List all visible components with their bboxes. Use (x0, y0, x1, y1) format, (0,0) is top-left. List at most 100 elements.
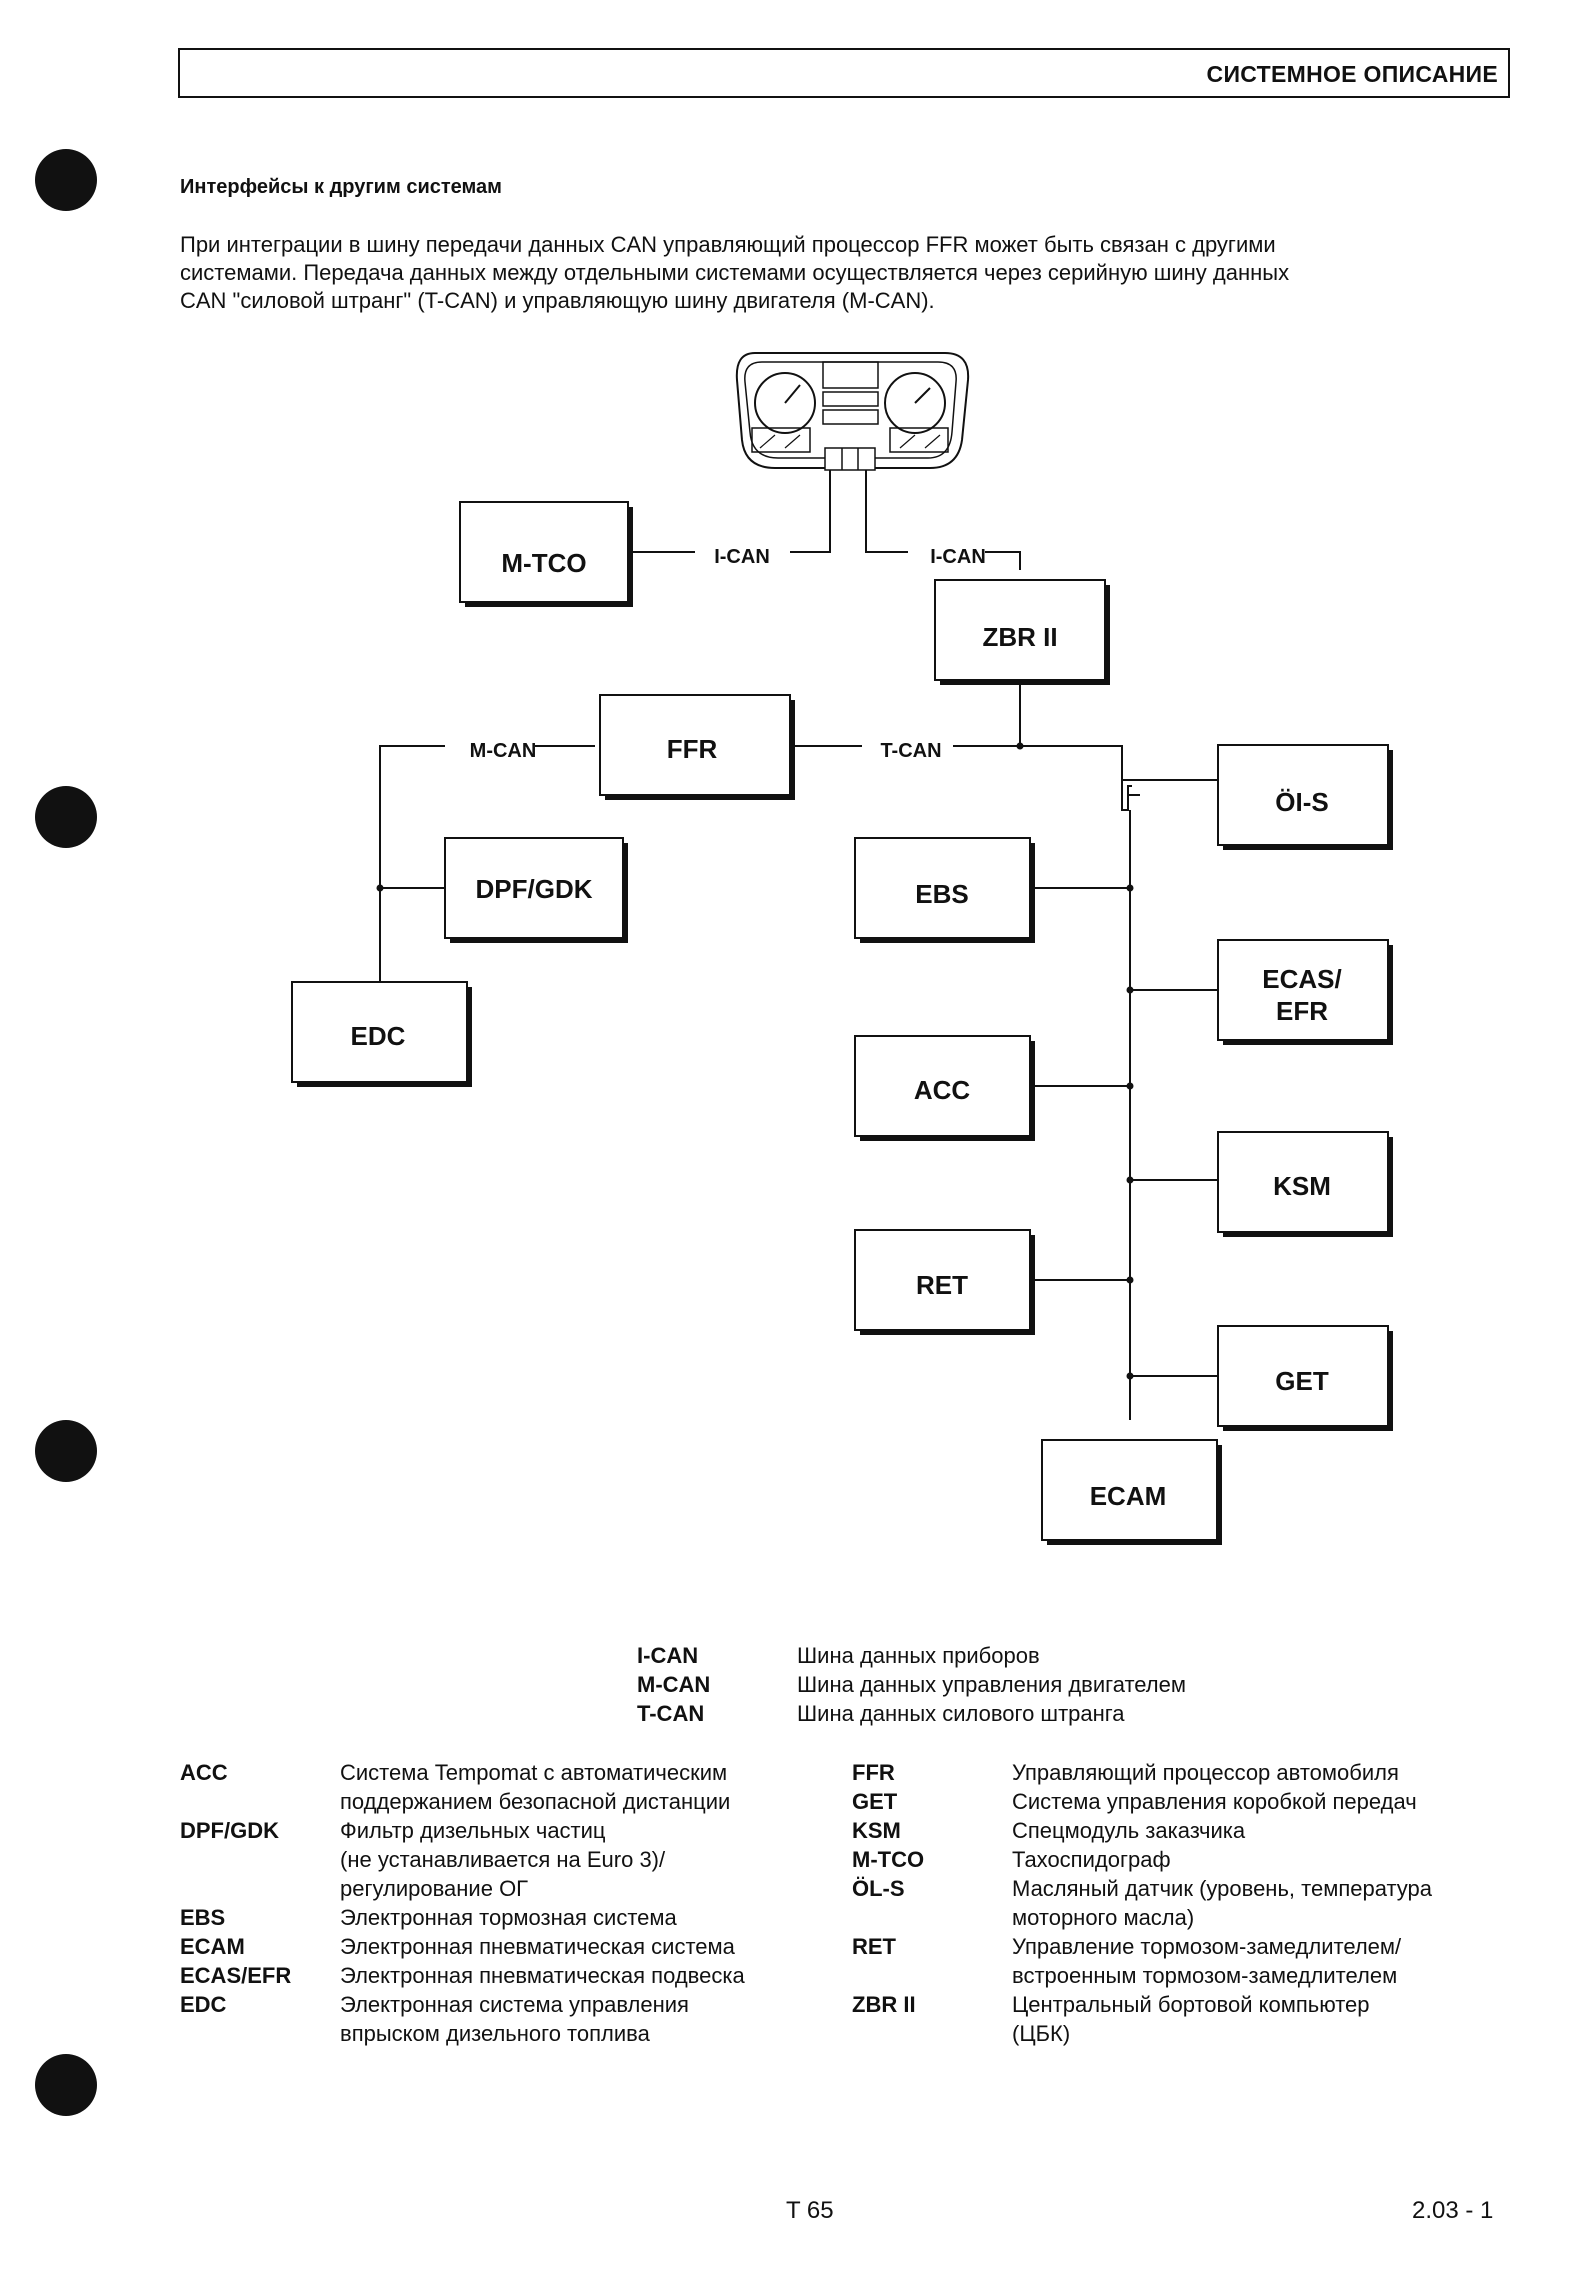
binder-hole (35, 786, 97, 848)
legend-abbr: EBS (180, 1905, 226, 1930)
legend-text: Масляный датчик (уровень, температура (1012, 1876, 1433, 1901)
box-ksm: KSM (1217, 1131, 1393, 1237)
legend-abbr: ZBR II (852, 1992, 916, 2017)
legend-text: регулирование ОГ (340, 1876, 529, 1901)
legend-text: Электронная система управления (340, 1992, 689, 2017)
bus-label-mcan: M-CAN (470, 740, 537, 762)
can-bus-diagram: M-TCO ZBR II FFR DPF/GDK EDC ÖI-S (291, 352, 1393, 1545)
box-mtco: M-TCO (459, 501, 633, 607)
legend-abbr: DPF/GDK (180, 1818, 279, 1843)
legend-text: (ЦБК) (1012, 2021, 1071, 2046)
box-label: EDC (351, 1021, 406, 1051)
bus-label-tcan: T-CAN (880, 740, 941, 762)
intro-line: При интеграции в шину передачи данных CA… (180, 232, 1276, 257)
bus-legend-row: T-CAN Шина данных силового штранга (637, 1699, 1125, 1728)
binder-hole (35, 2054, 97, 2116)
legend-text: Тахоспидограф (1012, 1847, 1171, 1872)
box-zbr: ZBR II (934, 579, 1110, 685)
legend-text: впрыском дизельного топлива (340, 2021, 650, 2046)
legend-row: (не устанавливается на Euro 3)/ (180, 1845, 745, 1874)
legend-row: EDC Электронная система управления (180, 1990, 745, 2019)
box-label: EBS (915, 879, 968, 909)
legend-left: ACC Система Tempomat с автоматическим под… (180, 1758, 745, 2048)
legend-text: Шина данных приборов (797, 1643, 1040, 1668)
box-ecam: ECAM (1041, 1439, 1222, 1545)
box-dpf: DPF/GDK (444, 837, 628, 943)
box-acc: ACC (854, 1035, 1035, 1141)
box-ecas: ECAS/ EFR (1217, 939, 1393, 1045)
legend-abbr: T-CAN (637, 1701, 705, 1726)
legend-text: Шина данных силового штранга (797, 1701, 1125, 1726)
bus-label-ican-right: I-CAN (930, 546, 986, 568)
legend-row: M-TCO Тахоспидограф (852, 1845, 1432, 1874)
legend-text: Центральный бортовой компьютер (1012, 1992, 1370, 2017)
intro-line: системами. Передача данных между отдельн… (180, 260, 1290, 285)
bus-label-ican-left: I-CAN (714, 546, 770, 568)
header-frame: СИСТЕМНОЕ ОПИСАНИЕ (178, 48, 1510, 98)
legend-abbr: I-CAN (637, 1643, 699, 1668)
header-title: СИСТЕМНОЕ ОПИСАНИЕ (1206, 61, 1498, 87)
legend-abbr: ECAS/EFR (180, 1963, 292, 1988)
binder-hole (35, 1420, 97, 1482)
bus-lines (376, 470, 1218, 1420)
legend-row: моторного масла) (852, 1903, 1432, 1932)
box-label: GET (1275, 1366, 1329, 1396)
legend-abbr: ACC (180, 1760, 228, 1785)
legend-row: впрыском дизельного топлива (180, 2019, 745, 2048)
legend-row: ACC Система Tempomat с автоматическим (180, 1758, 745, 1787)
legend-row: GET Система управления коробкой передач (852, 1787, 1432, 1816)
legend-text: Электронная пневматическая система (340, 1934, 735, 1959)
binder-hole (35, 149, 97, 211)
legend-abbr: KSM (852, 1818, 901, 1843)
legend-row: ÖL-S Масляный датчик (уровень, температур… (852, 1874, 1432, 1903)
legend-row: встроенным тормозом-замедлителем (852, 1961, 1432, 1990)
legend-abbr: GET (852, 1789, 898, 1814)
legend-text: Система управления коробкой передач (1012, 1789, 1417, 1814)
legend-text: (не устанавливается на Euro 3)/ (340, 1847, 666, 1872)
box-label: ECAS/ (1262, 964, 1341, 994)
legend-row: регулирование ОГ (180, 1874, 745, 1903)
legend-text: Спецмодуль заказчика (1012, 1818, 1246, 1843)
box-label: KSM (1273, 1171, 1331, 1201)
intro-line: CAN "силовой штранг" (T-CAN) и управляющ… (180, 288, 935, 313)
legend-row: DPF/GDK Фильтр дизельных частиц (180, 1816, 745, 1845)
bus-legend-row: I-CAN Шина данных приборов (637, 1641, 1040, 1670)
legend-text: Фильтр дизельных частиц (340, 1818, 606, 1843)
intro-paragraph: При интеграции в шину передачи данных CA… (180, 231, 1520, 315)
box-edc: EDC (291, 981, 472, 1087)
legend-text: поддержанием безопасной дистанции (340, 1789, 731, 1814)
legend-text: Управляющий процессор автомобиля (1012, 1760, 1399, 1785)
legend-abbr: EDC (180, 1992, 227, 2017)
legend-text: Управление тормозом-замедлителем/ (1012, 1934, 1402, 1959)
box-label: M-TCO (501, 548, 586, 578)
legend-text: встроенным тормозом-замедлителем (1012, 1963, 1398, 1988)
legend-row: EBS Электронная тормозная система (180, 1903, 745, 1932)
legend-abbr: RET (852, 1934, 896, 1959)
box-label: EFR (1276, 996, 1328, 1026)
legend-abbr: M-TCO (852, 1847, 925, 1872)
legend-abbr: M-CAN (637, 1672, 711, 1697)
box-ols: ÖI-S (1217, 744, 1393, 850)
instrument-cluster-icon (735, 352, 970, 471)
box-label: ZBR II (982, 622, 1057, 652)
box-ret: RET (854, 1229, 1035, 1335)
box-label: FFR (667, 734, 718, 764)
legend-text: Электронная тормозная система (340, 1905, 677, 1930)
footer-page-code: T 65 (786, 2197, 834, 2224)
box-ffr: FFR (599, 694, 795, 800)
box-get: GET (1217, 1325, 1393, 1431)
legend-abbr: ÖL-S (852, 1876, 905, 1901)
box-ebs: EBS (854, 837, 1035, 943)
box-label: DPF/GDK (476, 874, 593, 904)
legend-text: Система Tempomat с автоматическим (340, 1760, 728, 1785)
legend-row: RET Управление тормозом-замедлителем/ (852, 1932, 1432, 1961)
legend-row: KSM Спецмодуль заказчика (852, 1816, 1432, 1845)
box-label: RET (916, 1270, 968, 1300)
legend-row: ZBR II Центральный бортовой компьютер (852, 1990, 1432, 2019)
box-label: ÖI-S (1275, 787, 1328, 817)
footer-page-number: 2.03 - 1 (1412, 2197, 1494, 2224)
